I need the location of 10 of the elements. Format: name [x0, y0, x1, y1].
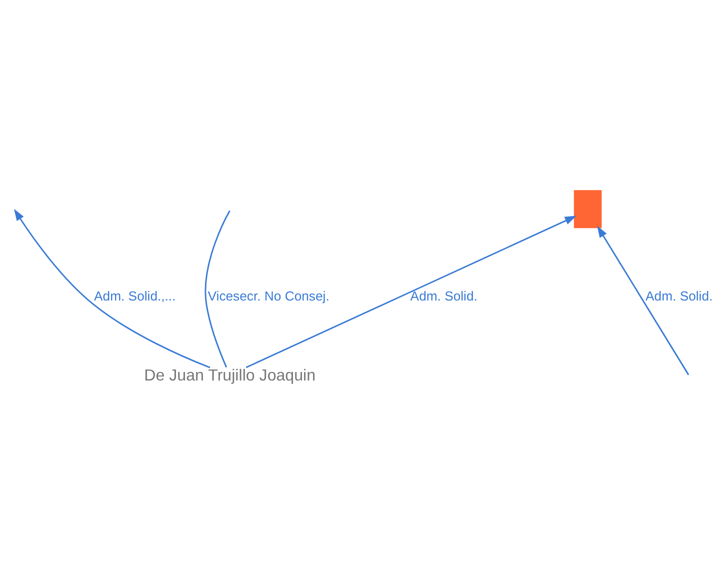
edge-label: Vicesecr. No Consej. — [208, 288, 330, 304]
arrow — [14, 208, 210, 368]
node-building — [574, 190, 602, 228]
edge-label: Adm. Solid. — [410, 288, 478, 304]
node-text: De Juan Trujillo Joaquin — [144, 366, 316, 384]
edge-label: Adm. Solid.,... — [94, 288, 176, 304]
arrow — [597, 225, 690, 375]
connector — [204, 210, 230, 368]
edge-label: Adm. Solid. — [646, 288, 713, 304]
arrow — [246, 215, 577, 368]
